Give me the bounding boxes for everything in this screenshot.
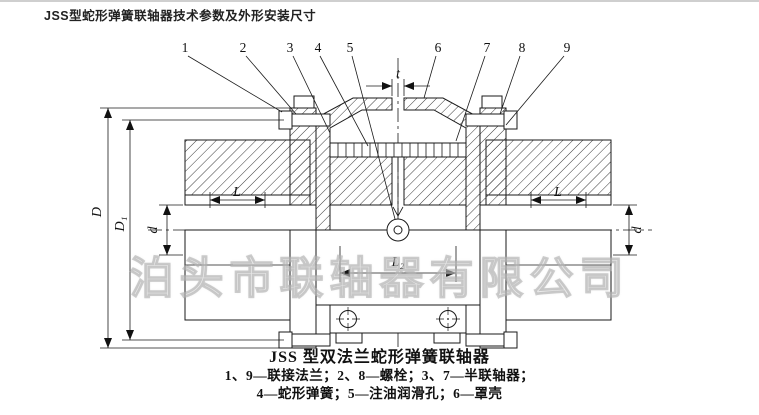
legend-line-1: 1、9—联接法兰；2、8—螺栓；3、7—半联轴器； <box>224 368 535 383</box>
dim-label-D: D <box>90 207 105 218</box>
dimension-L2: L₂ <box>339 246 457 282</box>
dimension-d-left: d <box>146 204 183 256</box>
dim-label-L-left: L <box>232 185 241 200</box>
spring-teeth <box>337 143 459 157</box>
callout-3: 3 <box>287 40 294 55</box>
flange-bolts-section <box>278 110 518 130</box>
dimension-L-left: L <box>209 185 266 208</box>
page-title: JSS型蛇形弹簧联轴器技术参数及外形安装尺寸 <box>44 9 317 23</box>
callout-4: 4 <box>315 40 322 55</box>
dim-label-L-right: L <box>553 185 562 200</box>
right-flange-lower <box>479 229 507 349</box>
serpentine-spring-band <box>329 142 467 158</box>
dimension-D: D <box>90 107 292 349</box>
dim-label-d-right: d <box>630 226 645 234</box>
dimension-D1: D₁ <box>113 119 284 341</box>
callout-9: 9 <box>564 40 571 55</box>
right-hub-section <box>485 139 612 196</box>
upper-section-view <box>184 95 612 242</box>
dim-label-t: t <box>396 67 401 82</box>
callout-6: 6 <box>435 40 442 55</box>
callout-numbers: 1 2 3 4 5 6 7 8 9 <box>182 40 571 55</box>
dimension-t: t <box>366 67 430 96</box>
callout-7: 7 <box>484 40 491 55</box>
left-hub-section <box>184 139 311 196</box>
dimension-L-right: L <box>530 185 587 208</box>
callout-5: 5 <box>347 40 354 55</box>
lower-exterior-view <box>184 229 612 349</box>
callout-2: 2 <box>240 40 247 55</box>
legend-line-2: 4—蛇形弹簧；5—注油润滑孔；6—罩壳 <box>256 386 503 401</box>
figure-caption: JSS 型双法兰蛇形弹簧联轴器 <box>269 349 490 366</box>
dimension-d-right: d <box>613 204 645 256</box>
top-divider <box>0 0 759 2</box>
left-flange-lower <box>289 229 317 349</box>
left-half-coupling-section <box>329 156 393 206</box>
dim-label-L2: L₂ <box>391 255 405 270</box>
callout-1: 1 <box>182 40 189 55</box>
callout-leaders <box>187 55 565 220</box>
right-half-coupling-section <box>403 156 467 206</box>
dim-label-d-left: d <box>146 226 161 234</box>
dim-label-D1: D₁ <box>113 217 128 233</box>
callout-8: 8 <box>519 40 526 55</box>
